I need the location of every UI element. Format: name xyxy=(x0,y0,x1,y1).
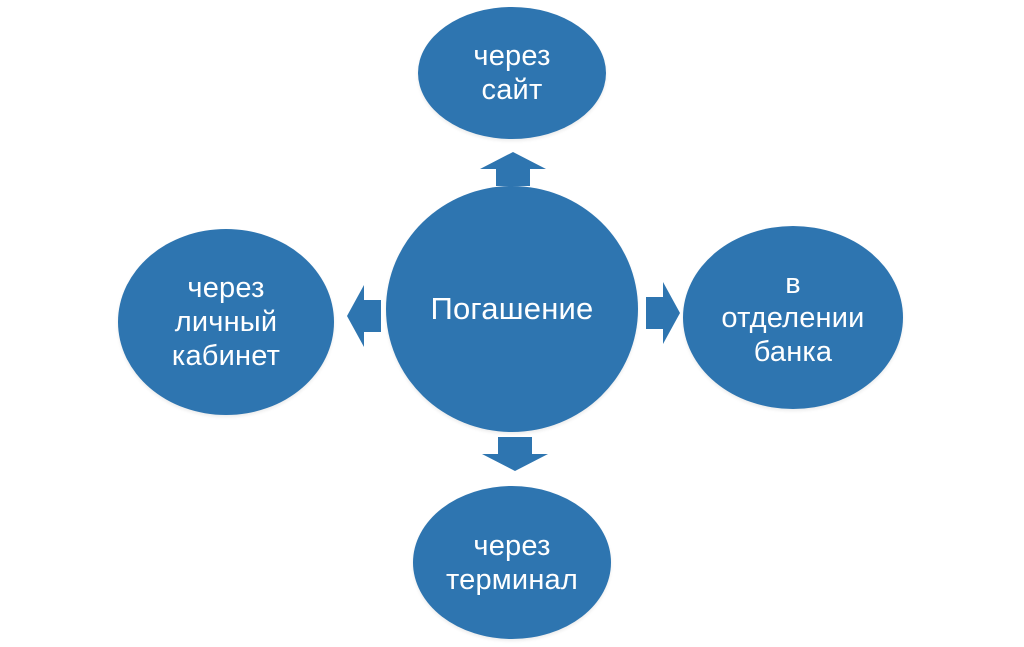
node-center-label: Погашение xyxy=(430,291,594,326)
arrow-right-icon xyxy=(646,282,680,344)
arrow-down-icon xyxy=(482,437,548,471)
node-center: Погашение xyxy=(386,186,638,432)
arrow-up-icon xyxy=(480,152,546,186)
node-top: через сайт xyxy=(418,7,606,139)
node-left: через личный кабинет xyxy=(118,229,334,415)
node-right: в отделении банка xyxy=(683,226,903,409)
node-right-label: в отделении банка xyxy=(721,267,865,368)
node-bottom-label: через терминал xyxy=(445,529,578,596)
node-left-label: через личный кабинет xyxy=(171,272,281,372)
node-bottom: через терминал xyxy=(413,486,611,639)
arrow-left-icon xyxy=(347,285,381,347)
node-top-label: через сайт xyxy=(473,40,551,106)
